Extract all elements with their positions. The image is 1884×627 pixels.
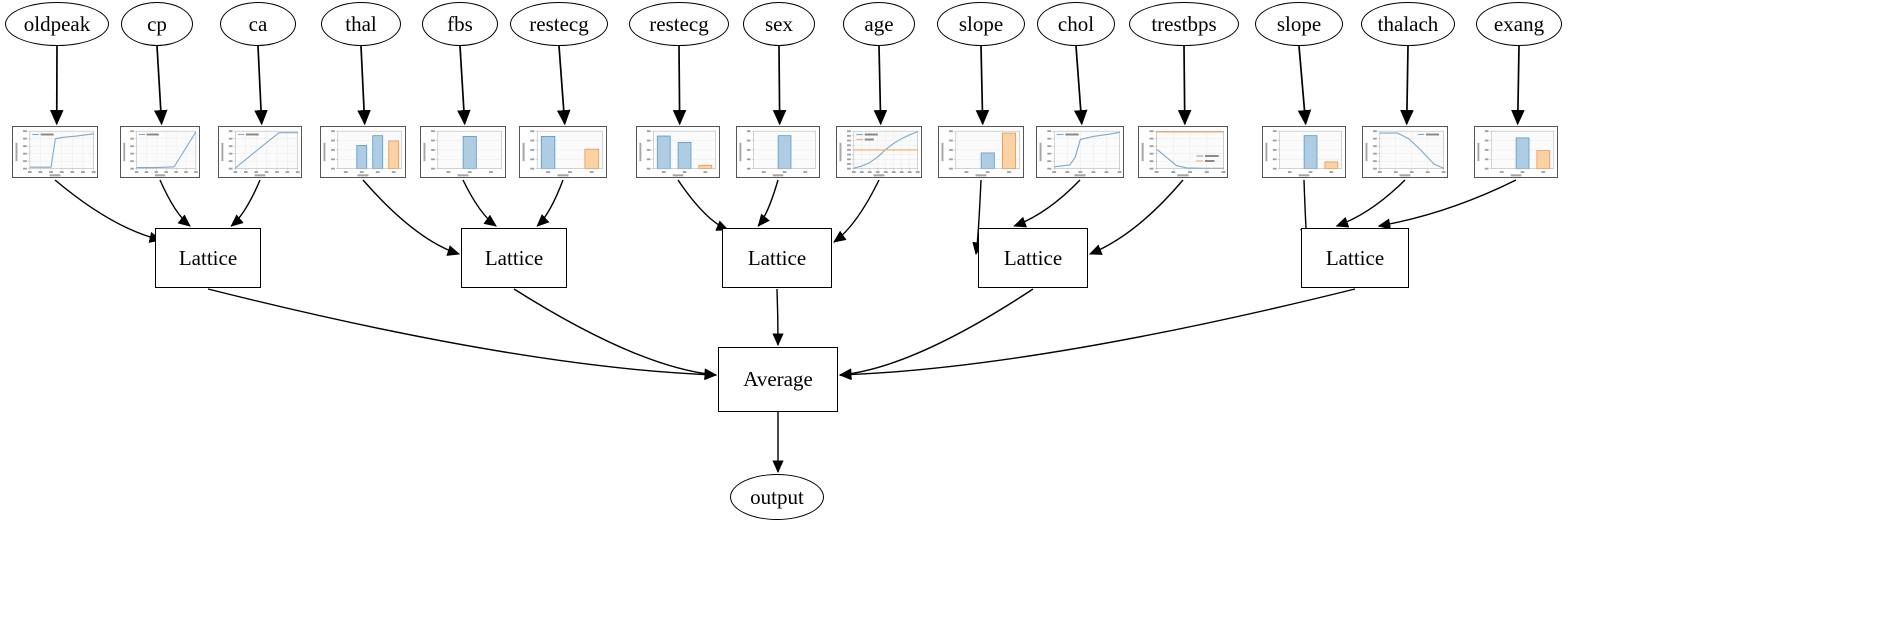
feature-node-trestbps-12[interactable]: trestbps bbox=[1129, 2, 1239, 46]
calibration-plot-chol-11[interactable] bbox=[1036, 126, 1124, 178]
lattice-node-1[interactable]: Lattice bbox=[155, 228, 261, 288]
feature-node-label: slope bbox=[1276, 11, 1322, 36]
calibration-plot-restecg-6[interactable] bbox=[519, 126, 607, 178]
feature-node-thalach-14[interactable]: thalach bbox=[1361, 2, 1455, 46]
feature-node-label: ca bbox=[248, 11, 268, 36]
feature-node-fbs-5[interactable]: fbs bbox=[422, 2, 498, 46]
calibration-plot-sex-8[interactable] bbox=[736, 126, 820, 178]
feature-node-slope-10[interactable]: slope bbox=[937, 2, 1025, 46]
feature-node-label: fbs bbox=[447, 11, 473, 36]
lattice-node-label: Lattice bbox=[747, 245, 807, 270]
lattice-node-label: Lattice bbox=[1003, 245, 1063, 270]
calibration-plot-cp-2[interactable] bbox=[120, 126, 200, 178]
lattice-node-label: Lattice bbox=[484, 245, 544, 270]
feature-node-exang-15[interactable]: exang bbox=[1476, 2, 1562, 46]
calibration-plot-thal-4[interactable] bbox=[320, 126, 406, 178]
feature-node-oldpeak-1[interactable]: oldpeak bbox=[5, 2, 109, 46]
calibration-plot-slope-10[interactable] bbox=[938, 126, 1024, 178]
feature-node-label: slope bbox=[958, 11, 1004, 36]
feature-node-label: trestbps bbox=[1151, 11, 1217, 36]
lattice-node-2[interactable]: Lattice bbox=[461, 228, 567, 288]
feature-node-label: chol bbox=[1057, 11, 1095, 36]
lattice-node-5[interactable]: Lattice bbox=[1301, 228, 1409, 288]
average-node[interactable]: Average bbox=[718, 347, 838, 412]
lattice-node-label: Lattice bbox=[178, 245, 238, 270]
calibration-plot-thalach-14[interactable] bbox=[1362, 126, 1448, 178]
feature-node-chol-11[interactable]: chol bbox=[1037, 2, 1115, 46]
feature-node-label: oldpeak bbox=[23, 11, 91, 36]
calibration-plot-ca-3[interactable] bbox=[218, 126, 302, 178]
calibration-plot-slope-13[interactable] bbox=[1262, 126, 1346, 178]
feature-node-label: age bbox=[864, 11, 894, 36]
calibration-plot-restecg-7[interactable] bbox=[636, 126, 720, 178]
feature-node-sex-8[interactable]: sex bbox=[743, 2, 815, 46]
feature-node-ca-3[interactable]: ca bbox=[220, 2, 296, 46]
feature-node-label: cp bbox=[147, 11, 167, 36]
feature-node-thal-4[interactable]: thal bbox=[321, 2, 401, 46]
output-node[interactable]: output bbox=[730, 474, 824, 520]
lattice-node-3[interactable]: Lattice bbox=[722, 228, 832, 288]
output-node-label: output bbox=[750, 484, 804, 509]
calibration-plot-fbs-5[interactable] bbox=[420, 126, 506, 178]
feature-node-label: restecg bbox=[649, 11, 709, 36]
average-node-label: Average bbox=[743, 367, 813, 391]
feature-node-label: sex bbox=[765, 11, 793, 36]
feature-node-label: thalach bbox=[1377, 11, 1439, 36]
feature-node-age-9[interactable]: age bbox=[843, 2, 915, 46]
calibration-plot-oldpeak-1[interactable] bbox=[12, 126, 98, 178]
feature-node-label: restecg bbox=[529, 11, 589, 36]
lattice-node-label: Lattice bbox=[1325, 245, 1385, 270]
calibration-plot-trestbps-12[interactable] bbox=[1138, 126, 1228, 178]
feature-node-restecg-7[interactable]: restecg bbox=[629, 2, 729, 46]
feature-node-slope-13[interactable]: slope bbox=[1255, 2, 1343, 46]
feature-node-label: exang bbox=[1493, 11, 1545, 36]
feature-node-label: thal bbox=[345, 11, 377, 36]
edges-feature-to-plot bbox=[49, 45, 1525, 126]
lattice-node-4[interactable]: Lattice bbox=[978, 228, 1088, 288]
feature-node-restecg-6[interactable]: restecg bbox=[510, 2, 608, 46]
calibration-plot-exang-15[interactable] bbox=[1474, 126, 1558, 178]
calibration-plot-age-9[interactable] bbox=[836, 126, 922, 178]
edges-lattice-to-average bbox=[207, 288, 1356, 381]
feature-node-cp-2[interactable]: cp bbox=[121, 2, 193, 46]
